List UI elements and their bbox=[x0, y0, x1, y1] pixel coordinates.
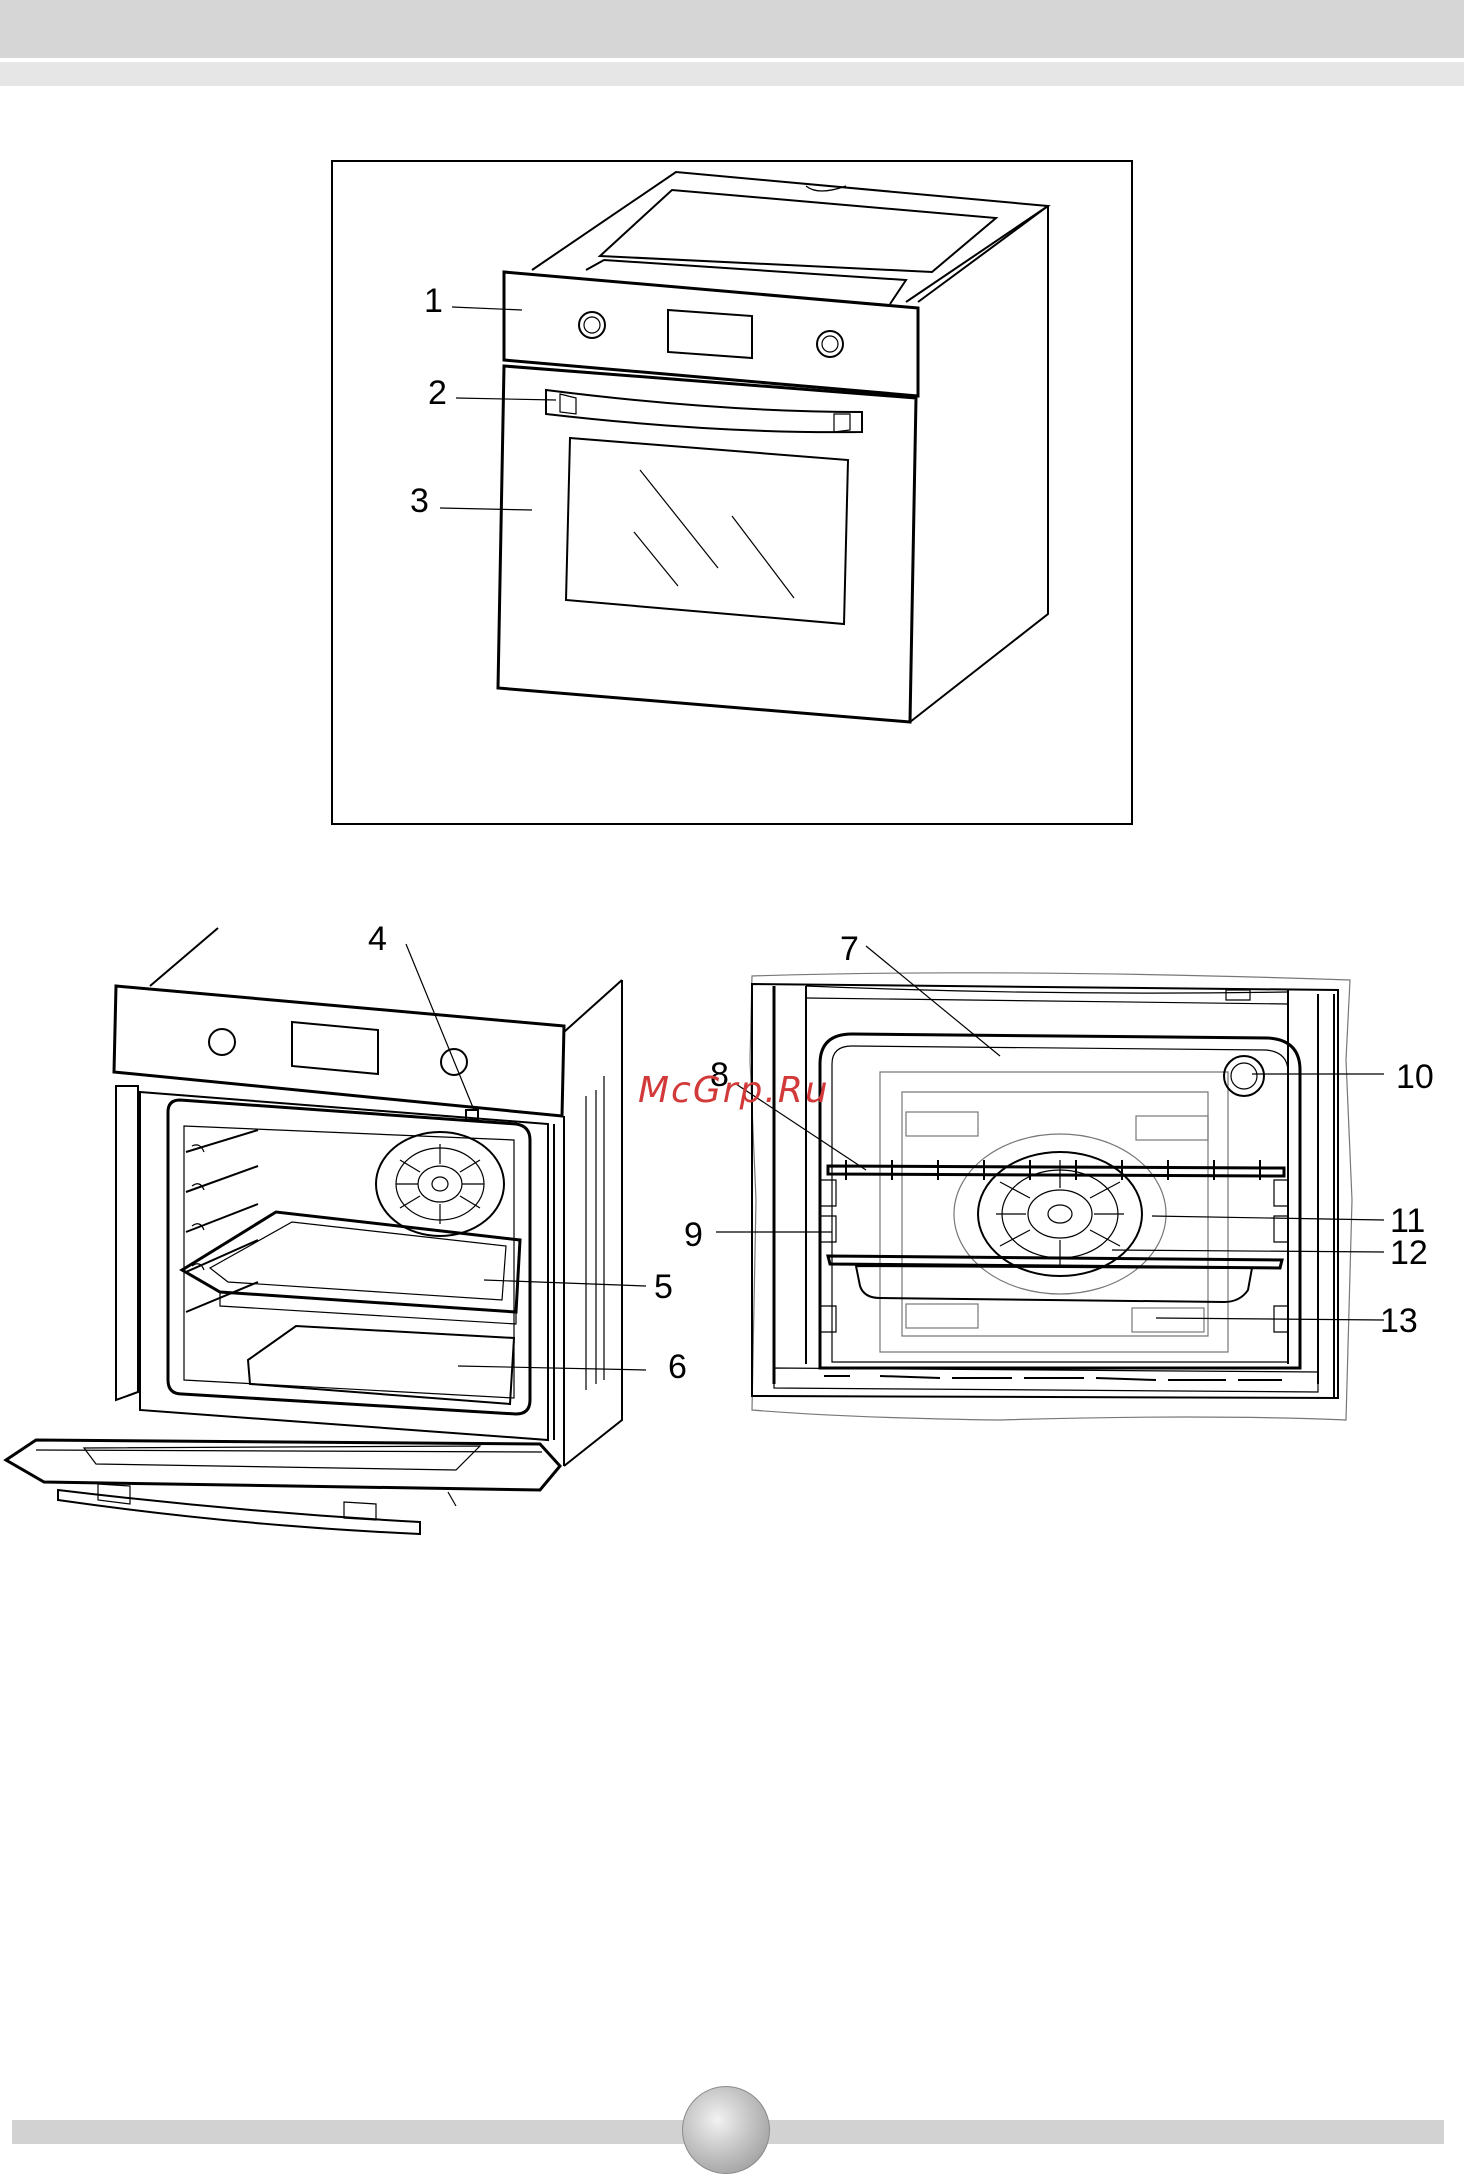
callout-2: 2 bbox=[428, 374, 447, 412]
display bbox=[292, 1022, 378, 1074]
display bbox=[668, 310, 752, 358]
watermark: McGrp.Ru bbox=[638, 1070, 830, 1111]
callout-12: 12 bbox=[1390, 1234, 1428, 1272]
callout-6: 6 bbox=[668, 1348, 687, 1386]
wire-shelf bbox=[828, 1166, 1284, 1176]
door-window bbox=[566, 438, 848, 624]
oven-door bbox=[498, 366, 916, 722]
callout-9: 9 bbox=[684, 1216, 703, 1254]
lamp-icon bbox=[1224, 1056, 1264, 1096]
door-handle bbox=[546, 390, 862, 432]
callout-4: 4 bbox=[368, 920, 387, 958]
callout-3: 3 bbox=[410, 482, 429, 520]
right-knob-icon bbox=[817, 331, 843, 357]
page-number-disc bbox=[682, 2086, 770, 2174]
callout-7: 7 bbox=[840, 930, 859, 968]
figure-interior: 7 8 9 10 11 12 13 bbox=[684, 930, 1434, 1420]
callout-1: 1 bbox=[424, 282, 443, 320]
door-handle bbox=[58, 1490, 420, 1534]
figure-closed-oven: 1 2 3 bbox=[332, 161, 1132, 824]
callout-10: 10 bbox=[1396, 1058, 1434, 1096]
callout-13: 13 bbox=[1380, 1302, 1418, 1340]
baking-tray bbox=[182, 1212, 520, 1312]
figure-frame bbox=[332, 161, 1132, 824]
control-panel-open bbox=[114, 986, 564, 1116]
callout-5: 5 bbox=[654, 1268, 673, 1306]
oven-floor bbox=[248, 1326, 514, 1404]
left-knob-icon bbox=[579, 312, 605, 338]
left-knob-icon bbox=[209, 1029, 235, 1055]
control-panel bbox=[504, 272, 918, 396]
figure-open-oven: 4 5 6 bbox=[6, 920, 687, 1534]
